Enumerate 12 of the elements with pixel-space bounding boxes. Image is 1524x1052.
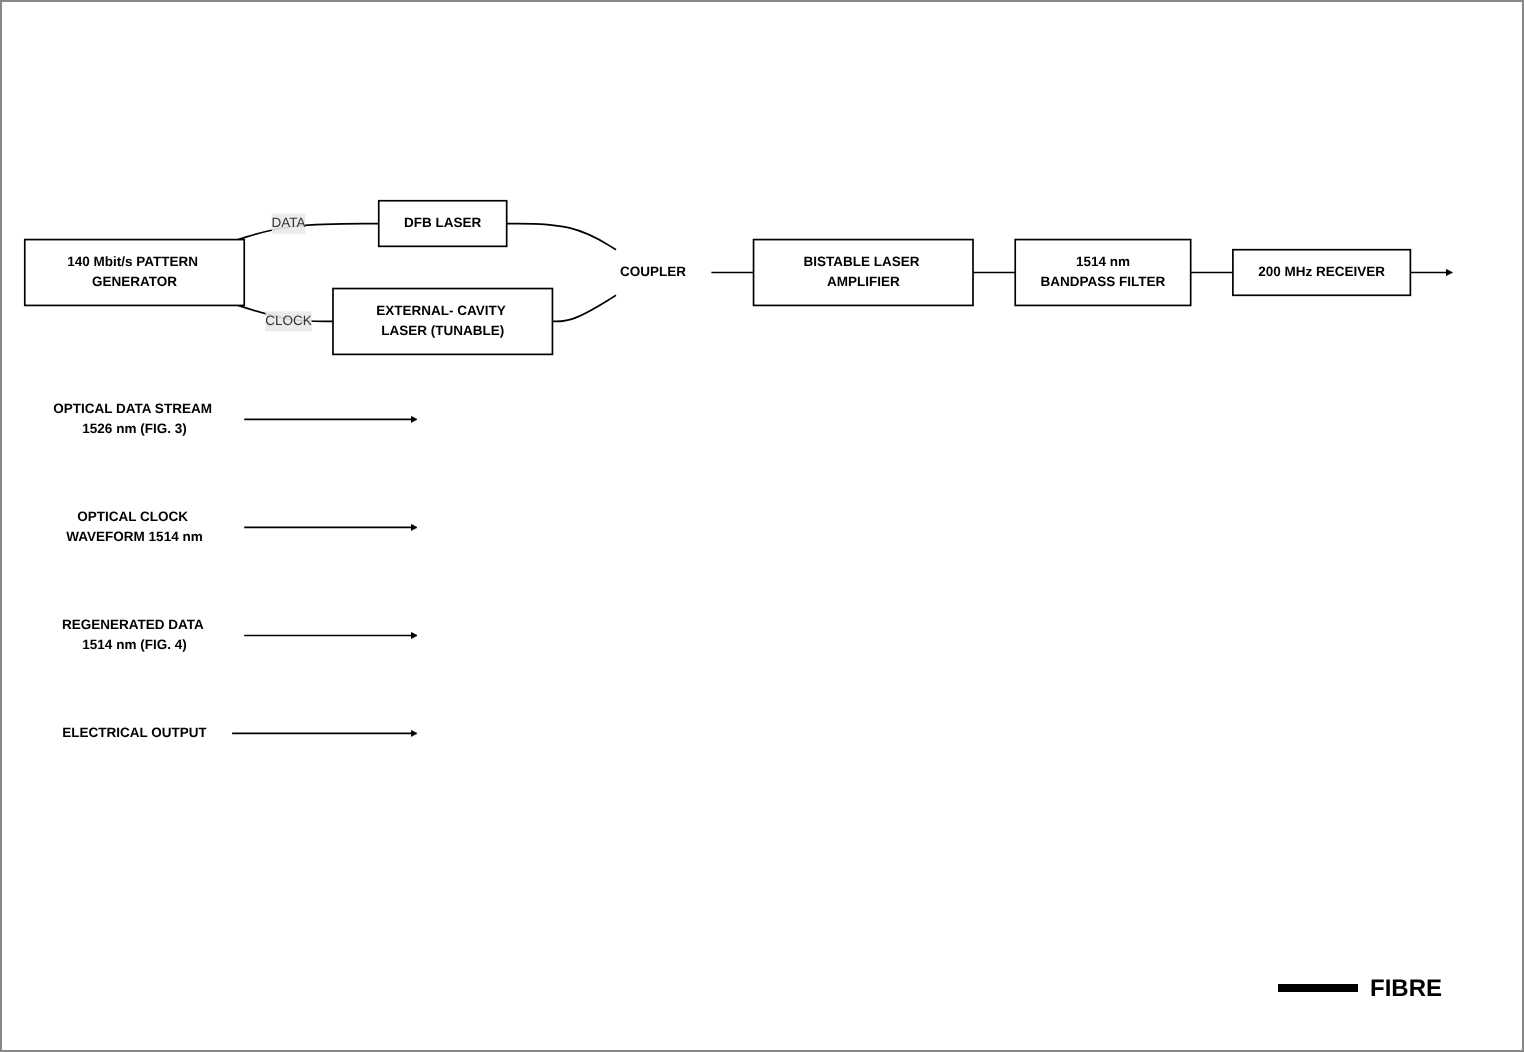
fibre-line [1189,271,1234,273]
fibre-line [710,271,755,273]
leader-arrow [231,729,418,737]
fibre-line [505,222,617,251]
legend-label: FIBRE [1370,974,1442,1002]
leader-arrow [243,415,418,423]
arrow [1409,268,1453,276]
fibre-line [237,222,380,240]
leader-arrow [243,523,418,531]
leader-arrow [243,631,418,639]
fibre-line [551,294,617,322]
fibre-line [972,271,1017,273]
